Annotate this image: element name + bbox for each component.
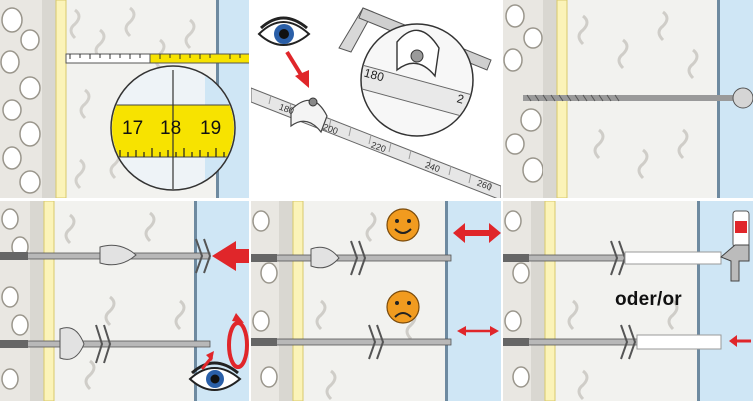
tape-label-19: 19: [200, 118, 222, 139]
double-arrow-icon: [453, 223, 501, 243]
drill-bit: [523, 87, 753, 109]
measuring-tape: [65, 53, 249, 64]
panel-drill-hole: [503, 0, 753, 198]
smiley-sad-icon: [386, 290, 420, 324]
threaded-rod: [251, 87, 501, 198]
red-push-arrow: [212, 241, 249, 271]
anchor-rod-top: [503, 240, 722, 276]
anchor-rod-top: [0, 238, 212, 274]
tape-label-18: 18: [160, 118, 182, 139]
anchor-rod-correct: [251, 240, 452, 276]
rod-zoom-circle: [360, 23, 474, 137]
red-arrow: [285, 50, 309, 88]
panel-set-rod-marker: 180 2 180 200 220 240 260: [251, 0, 501, 198]
stone-wall: [0, 0, 42, 198]
rotate-arrow-icon: [227, 313, 249, 369]
panel-measure-depth: 17 18 19: [0, 0, 249, 198]
anchor-rod-incorrect: [251, 324, 452, 360]
tape-label-17: 17: [122, 118, 144, 139]
red-arrow: [200, 351, 214, 370]
foam-gun-icon: [720, 210, 750, 282]
anchor-rod-bottom: [0, 324, 211, 364]
panel-correct-vs-incorrect: [251, 201, 501, 401]
smiley-happy-icon: [386, 208, 420, 242]
eye-icon: [257, 16, 311, 46]
stone-wall: [0, 201, 30, 401]
caption-oder-or: oder/or: [615, 289, 682, 310]
stone-wall: [251, 201, 279, 401]
panel-insert-and-turn: [0, 201, 249, 401]
anchor-rod-bottom: [503, 324, 722, 360]
stone-wall: [503, 201, 531, 401]
panel-inject-foam: oder/or: [503, 201, 753, 401]
red-push-arrow: [729, 335, 751, 347]
double-arrow-small-icon: [457, 326, 499, 336]
tape-zoom-circle: [110, 65, 236, 191]
eye-icon: [188, 361, 242, 391]
